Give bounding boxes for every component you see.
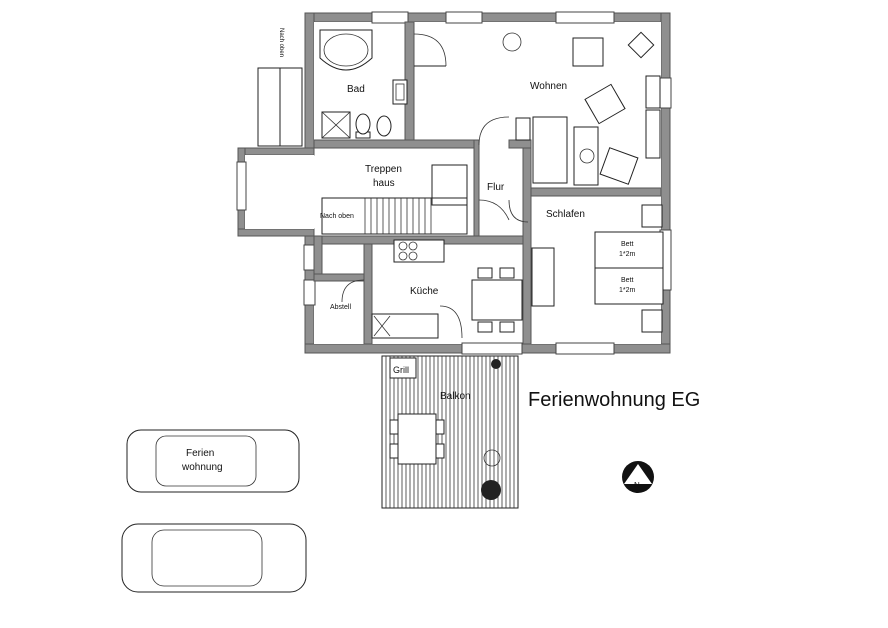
car-label-2: wohnung — [181, 462, 223, 473]
room-label-kueche: Küche — [410, 286, 439, 297]
room-label-wohnen: Wohnen — [530, 81, 567, 92]
table-icon — [573, 126, 599, 186]
door-bad — [413, 33, 447, 67]
room-label-treppenhaus-1: Treppen — [365, 164, 402, 175]
room-label-balkon: Balkon — [440, 391, 471, 402]
car-icon — [121, 523, 307, 593]
plan-title: Ferienwohnung EG — [528, 389, 700, 411]
room-label-flur: Flur — [487, 182, 505, 193]
bidet-icon — [376, 115, 392, 137]
room-label-bad: Bad — [347, 84, 365, 95]
stair-note-left: Nach oben — [320, 213, 354, 220]
door-flur — [478, 116, 529, 223]
sofa-icon — [515, 116, 568, 184]
grill-label: Grill — [393, 365, 409, 375]
armchair-icon — [572, 37, 639, 185]
windows — [303, 11, 672, 355]
bathtub-icon — [319, 29, 373, 71]
stair-note-top: Nach oben — [278, 28, 284, 57]
room-label-schlafen: Schlafen — [546, 209, 585, 220]
plant-icon — [502, 32, 595, 164]
toilet-icon — [355, 113, 371, 139]
bed-1-label-1: Bett — [621, 241, 634, 248]
north-label: N — [634, 481, 640, 490]
bed-2-label-1: Bett — [621, 277, 634, 284]
plant-icon — [481, 359, 501, 500]
room-label-abstell: Abstell — [330, 304, 351, 311]
sink-icon — [392, 79, 408, 105]
exterior-stair-annex — [236, 67, 315, 237]
wardrobe-icon — [531, 204, 663, 333]
stairs-icon — [257, 67, 303, 147]
bed-1-label-2: 1*2m — [619, 251, 636, 258]
bed-icon — [594, 231, 664, 305]
table-icon — [471, 279, 523, 321]
car-label-1: Ferien — [186, 448, 214, 459]
north-arrow-icon — [622, 461, 654, 493]
stairs-icon — [321, 164, 468, 235]
stove-icon — [393, 239, 445, 263]
chair-icon — [477, 267, 515, 333]
room-label-treppenhaus-2: haus — [373, 178, 395, 189]
counter-icon — [371, 313, 439, 339]
door-kueche — [341, 279, 463, 339]
shower-icon — [321, 111, 351, 139]
table-icon — [389, 413, 445, 465]
car-icon — [126, 429, 300, 493]
sideboard-icon — [627, 31, 661, 159]
bed-2-label-2: 1*2m — [619, 287, 636, 294]
